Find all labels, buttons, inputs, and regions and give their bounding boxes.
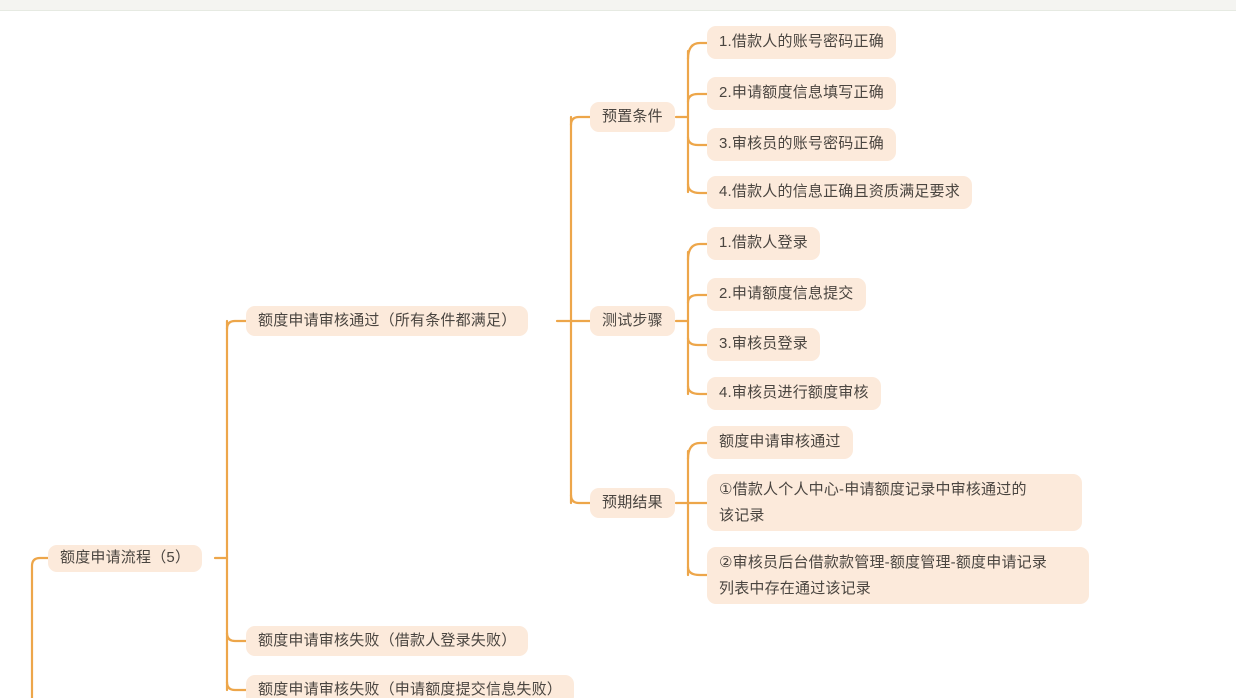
elbow-pre-4 — [686, 182, 709, 195]
node-teststep-item-2[interactable]: 2.申请额度信息提交 — [707, 278, 866, 311]
elbow-branch-1 — [225, 319, 248, 331]
node-precondition-item-3[interactable]: 3.审核员的账号密码正确 — [707, 128, 896, 161]
elbow-precondition — [569, 115, 592, 127]
node-branch-fail-login[interactable]: 额度申请审核失败（借款人登录失败） — [246, 626, 529, 656]
node-expected-item-2[interactable]: ①借款人个人中心-申请额度记录中审核通过的 该记录 — [707, 474, 1082, 531]
elbow-exp-3 — [686, 565, 709, 577]
node-branch-pass-label: 额度申请审核通过（所有条件都满足） — [258, 311, 517, 329]
node-expected-item-2-label: ①借款人个人中心-申请额度记录中审核通过的 该记录 — [719, 481, 1027, 524]
elbow-pre-2 — [686, 92, 709, 104]
node-precondition-item-4-label: 4.借款人的信息正确且资质满足要求 — [719, 183, 960, 200]
node-root[interactable]: 额度申请流程（5） — [48, 545, 203, 572]
node-precondition-item-2[interactable]: 2.申请额度信息填写正确 — [707, 77, 896, 110]
node-precondition-item-4[interactable]: 4.借款人的信息正确且资质满足要求 — [707, 176, 972, 209]
elbow-pre-1 — [686, 41, 709, 61]
node-expected-item-3-label: ②审核员后台借款款管理-额度管理-额度申请记录 列表中存在通过该记录 — [719, 554, 1048, 597]
node-teststep-item-2-label: 2.申请额度信息提交 — [719, 285, 854, 302]
node-teststep-item-4-label: 4.审核员进行额度审核 — [719, 384, 869, 401]
elbow-pre-3 — [686, 135, 709, 147]
node-precondition-item-1-label: 1.借款人的账号密码正确 — [719, 33, 884, 50]
window-topbar — [0, 0, 1236, 11]
node-teststep-item-3-label: 3.审核员登录 — [719, 335, 808, 352]
elbow-step-4 — [686, 384, 709, 396]
node-expected[interactable]: 预期结果 — [590, 488, 675, 518]
node-teststeps-label: 测试步骤 — [602, 311, 663, 329]
node-branch-pass[interactable]: 额度申请审核通过（所有条件都满足） — [246, 306, 529, 336]
elbow-branch-2 — [225, 631, 248, 643]
elbow-step-3 — [686, 336, 709, 347]
node-precondition-item-1[interactable]: 1.借款人的账号密码正确 — [707, 26, 896, 59]
node-expected-label: 预期结果 — [602, 493, 663, 511]
node-precondition-item-2-label: 2.申请额度信息填写正确 — [719, 84, 884, 101]
node-teststep-item-3[interactable]: 3.审核员登录 — [707, 328, 820, 361]
elbow-step-1 — [686, 242, 709, 262]
node-branch-fail-submit-label: 额度申请审核失败（申请额度提交信息失败） — [258, 680, 563, 698]
node-precondition-label: 预置条件 — [602, 107, 663, 125]
elbow-expected — [569, 493, 592, 505]
node-branch-fail-login-label: 额度申请审核失败（借款人登录失败） — [258, 631, 517, 649]
node-precondition[interactable]: 预置条件 — [590, 102, 675, 132]
elbow-branch-3 — [225, 680, 248, 692]
node-expected-item-1-label: 额度申请审核通过 — [719, 433, 841, 450]
node-precondition-item-3-label: 3.审核员的账号密码正确 — [719, 135, 884, 152]
root-left-spine — [30, 556, 50, 698]
node-expected-item-1[interactable]: 额度申请审核通过 — [707, 426, 853, 459]
node-teststep-item-1-label: 1.借款人登录 — [719, 234, 808, 251]
node-root-label: 额度申请流程（5） — [60, 549, 191, 566]
elbow-exp-1 — [686, 441, 709, 461]
node-teststep-item-1[interactable]: 1.借款人登录 — [707, 227, 820, 260]
node-branch-fail-submit[interactable]: 额度申请审核失败（申请额度提交信息失败） — [246, 675, 575, 698]
node-expected-item-3[interactable]: ②审核员后台借款款管理-额度管理-额度申请记录 列表中存在通过该记录 — [707, 547, 1089, 604]
node-teststep-item-4[interactable]: 4.审核员进行额度审核 — [707, 377, 881, 410]
node-teststeps[interactable]: 测试步骤 — [590, 306, 675, 336]
elbow-step-2 — [686, 293, 709, 305]
